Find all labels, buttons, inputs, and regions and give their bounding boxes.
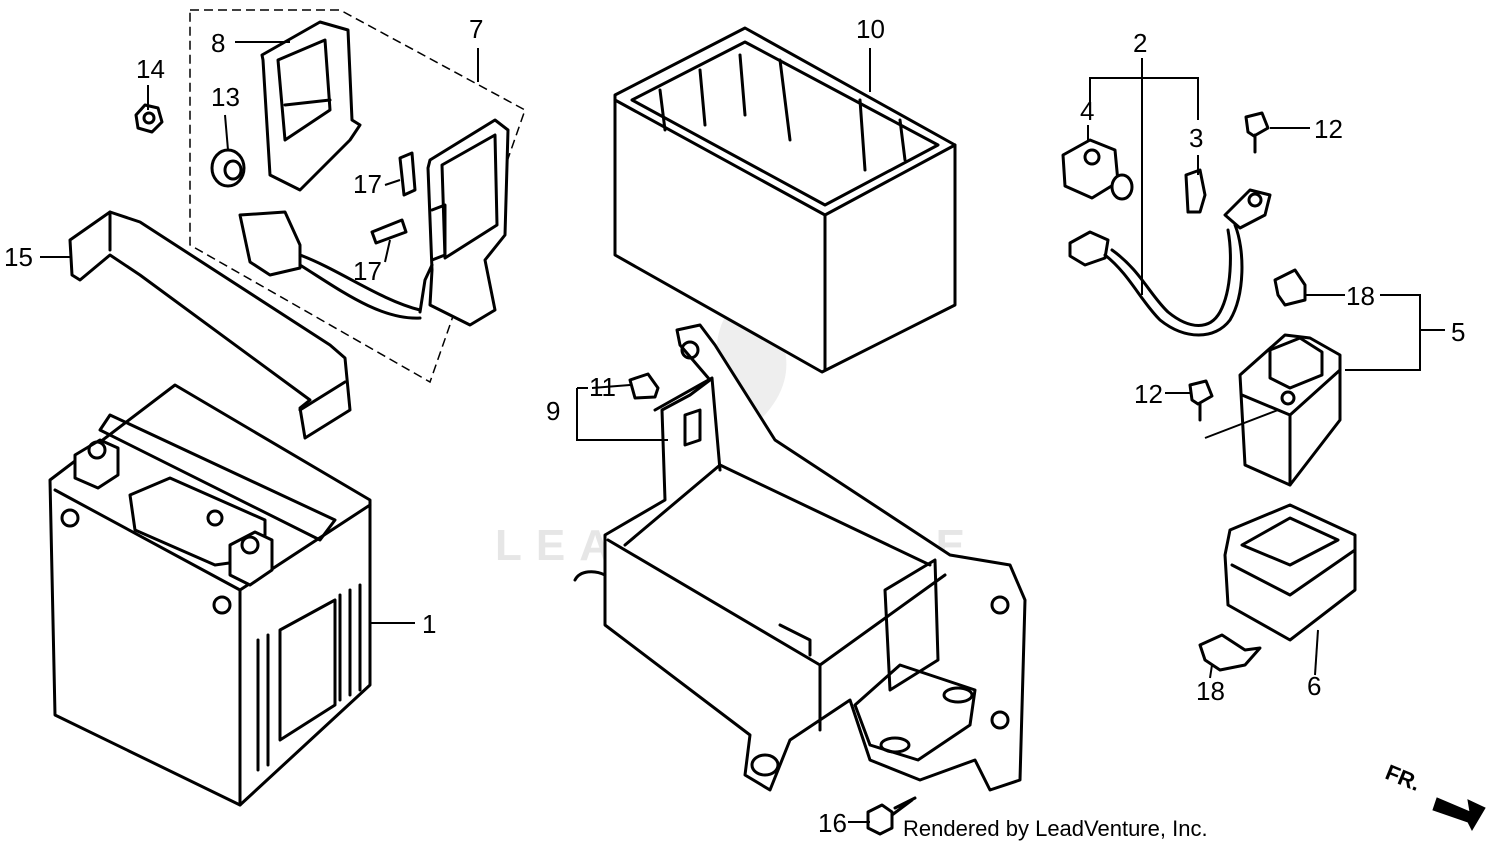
callout-14: 14 xyxy=(136,54,165,84)
callout-6: 6 xyxy=(1307,671,1321,701)
callout-numbers: 1 2 3 4 5 6 7 8 9 10 11 12 12 13 14 15 1… xyxy=(4,14,1465,838)
callout-12-top: 12 xyxy=(1314,114,1343,144)
callout-9: 9 xyxy=(546,396,560,426)
callout-8: 8 xyxy=(211,28,225,58)
render-credit: Rendered by LeadVenture, Inc. xyxy=(903,816,1208,841)
callout-11: 11 xyxy=(589,372,616,402)
callout-13: 13 xyxy=(211,82,240,112)
callout-15: 15 xyxy=(4,242,33,272)
part-2-cable xyxy=(1068,188,1272,337)
part-1-battery xyxy=(48,383,372,807)
callout-2: 2 xyxy=(1133,28,1147,58)
callout-3: 3 xyxy=(1189,123,1203,153)
part-4-terminal-cover xyxy=(1061,138,1134,201)
part-8-cover xyxy=(260,20,362,192)
callout-17-upper: 17 xyxy=(353,169,382,199)
callout-16: 16 xyxy=(818,808,847,838)
part-13-grommet xyxy=(210,148,246,188)
callout-10: 10 xyxy=(856,14,885,44)
part-12-bolts xyxy=(1188,111,1270,422)
part-9-battery-tray xyxy=(573,323,1027,792)
part-7-fuse-box xyxy=(238,118,510,327)
callout-1: 1 xyxy=(422,609,436,639)
leader-lines xyxy=(40,41,1445,823)
part-15-strap xyxy=(68,210,352,440)
part-14-nut xyxy=(134,103,164,134)
part-11-cap xyxy=(628,372,660,400)
callout-17-lower: 17 xyxy=(353,256,382,286)
part-18-fuses xyxy=(1198,268,1307,672)
front-direction-arrow: FR. xyxy=(1382,760,1486,832)
direction-label: FR. xyxy=(1382,760,1424,796)
callout-18-upper: 18 xyxy=(1346,281,1375,311)
part-6-relay-cover xyxy=(1223,503,1357,642)
callout-7: 7 xyxy=(469,14,483,44)
part-3-cover xyxy=(1184,168,1207,214)
callout-4: 4 xyxy=(1080,96,1094,126)
part-17-fuses xyxy=(370,151,417,245)
part-10-battery-case xyxy=(613,26,957,374)
callout-18-lower: 18 xyxy=(1196,676,1225,706)
callout-5: 5 xyxy=(1451,317,1465,347)
part-5-relay xyxy=(1238,333,1342,487)
part-16-bolt xyxy=(866,796,917,836)
callout-12-lower: 12 xyxy=(1134,379,1163,409)
